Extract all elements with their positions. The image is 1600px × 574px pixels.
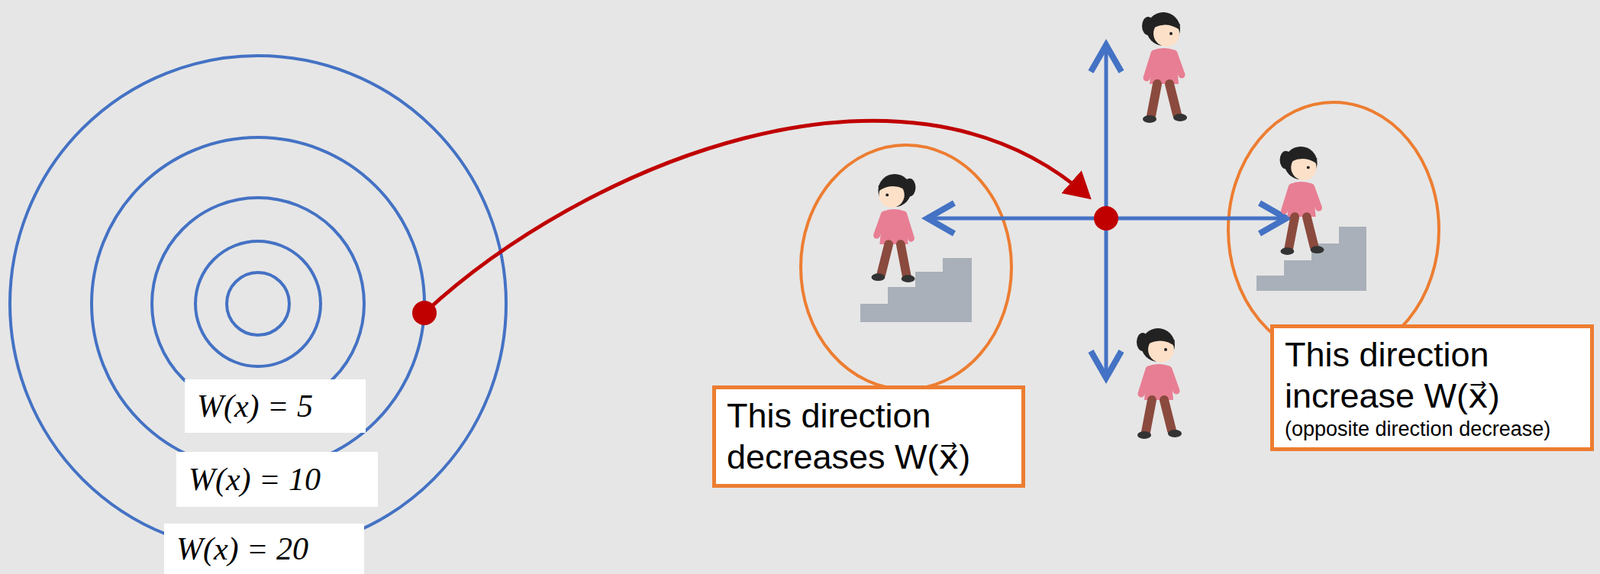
- walking-girl: [1136, 328, 1182, 439]
- box-text: W(x) = 10: [188, 461, 321, 498]
- highlight-ellipse: [1228, 102, 1439, 358]
- level-label: W(x) = 20: [164, 523, 365, 574]
- box-text: This direction decreases W(x⃗): [726, 395, 1011, 478]
- walking-girl: [871, 174, 917, 283]
- callout-box: This direction decreases W(x⃗): [712, 385, 1026, 488]
- note-text: (opposite direction decrease): [1284, 416, 1580, 442]
- box-text: This direction increase W(x⃗): [1284, 334, 1580, 417]
- stairs: [860, 258, 972, 323]
- level-label: W(x) = 5: [184, 379, 366, 433]
- walking-girl: [1141, 12, 1188, 123]
- point: [412, 300, 437, 326]
- box-text: W(x) = 20: [176, 530, 309, 568]
- level-label: W(x) = 10: [176, 451, 378, 507]
- walking-girl: [1280, 146, 1325, 255]
- highlight-ellipse: [800, 145, 1012, 390]
- contour-lines: [9, 55, 507, 552]
- direction-axes: [931, 48, 1283, 375]
- box-text: W(x) = 5: [196, 387, 313, 425]
- callout-box: This direction increase W(x⃗)(opposite d…: [1270, 324, 1594, 452]
- point: [1093, 206, 1119, 231]
